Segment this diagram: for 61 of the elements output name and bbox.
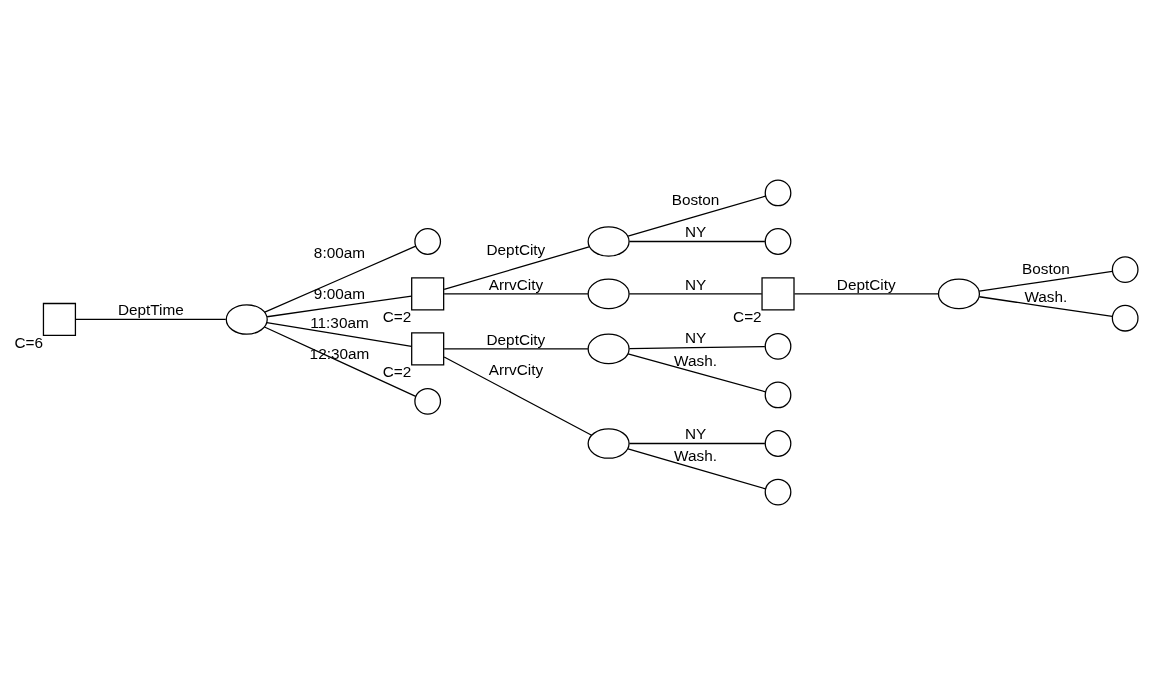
connector xyxy=(627,352,767,392)
connector xyxy=(264,245,417,313)
connector xyxy=(628,442,766,444)
edge-label: Wash. xyxy=(674,446,717,464)
node-box xyxy=(411,276,445,311)
node-circle xyxy=(764,332,792,360)
connector xyxy=(628,345,766,349)
node-label: C=2 xyxy=(382,362,412,380)
connector xyxy=(266,321,413,347)
node-ellipse xyxy=(587,427,630,459)
node-ellipse xyxy=(587,278,630,309)
node-circle xyxy=(764,227,792,255)
edge-label: DeptCity xyxy=(836,275,896,293)
node-box xyxy=(761,276,795,311)
node-box xyxy=(411,331,445,365)
edge-label: NY xyxy=(684,328,707,346)
node-circle xyxy=(1111,304,1139,332)
connector xyxy=(443,355,593,436)
connector xyxy=(443,347,589,350)
node-circle xyxy=(764,178,792,206)
node-label: C=2 xyxy=(733,307,762,325)
connector xyxy=(978,270,1113,292)
connector xyxy=(263,325,417,397)
connector xyxy=(443,245,590,290)
edge-label: Boston xyxy=(1022,259,1070,277)
node-circle xyxy=(1111,255,1139,283)
edge-label: DeptTime xyxy=(117,300,184,318)
node-circle xyxy=(764,381,792,408)
edge-label: 11:30am xyxy=(310,313,369,331)
connector xyxy=(627,195,767,237)
edge-label: Wash. xyxy=(674,351,717,369)
edge-label: NY xyxy=(684,424,707,442)
edge-label: 8:00am xyxy=(313,243,366,261)
node-circle xyxy=(764,478,792,506)
edge-label: Wash. xyxy=(1024,287,1068,305)
connector xyxy=(75,318,227,320)
node-circle xyxy=(414,227,442,255)
edge-label: ArrvCity xyxy=(488,360,544,378)
node-ellipse xyxy=(225,303,268,335)
connector xyxy=(266,294,413,317)
connector xyxy=(443,292,589,295)
edge-label: NY xyxy=(684,275,707,293)
edge-label: 9:00am xyxy=(313,284,366,302)
node-label: C=2 xyxy=(382,307,412,325)
edge-label: NY xyxy=(684,222,707,240)
edge-label: DeptCity xyxy=(486,330,546,348)
edge-label: ArrvCity xyxy=(488,275,544,293)
edge-label: DeptCity xyxy=(486,240,546,258)
edge-label: Boston xyxy=(671,190,720,208)
connector xyxy=(793,292,939,295)
node-ellipse xyxy=(587,225,630,257)
connector xyxy=(627,447,767,489)
connector xyxy=(628,292,763,295)
node-box xyxy=(42,302,77,336)
connector xyxy=(978,295,1113,317)
connector xyxy=(628,240,766,242)
node-ellipse xyxy=(937,278,981,309)
node-label: C=6 xyxy=(14,333,44,351)
node-ellipse xyxy=(587,333,630,364)
node-circle xyxy=(414,387,442,415)
node-circle xyxy=(764,429,792,457)
